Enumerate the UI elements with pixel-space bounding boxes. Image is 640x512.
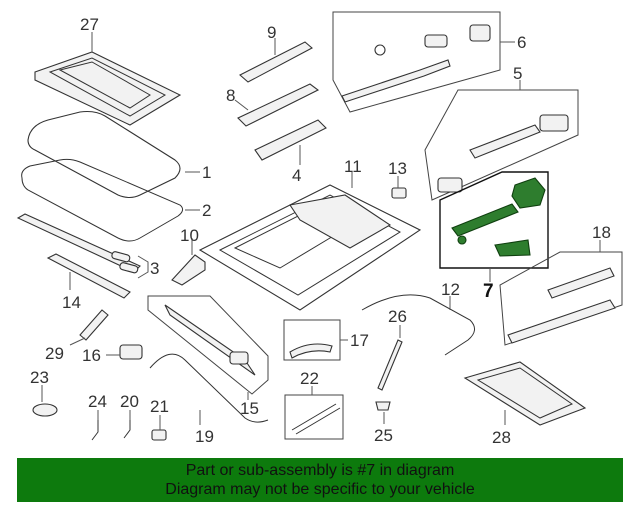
part-23-hook <box>91 410 99 441</box>
part-19-cable <box>149 353 269 425</box>
callout-25: 25 <box>374 426 393 445</box>
callout-22: 23 <box>30 368 49 387</box>
part-18-rail-group <box>499 240 623 346</box>
footer-banner: Part or sub-assembly is #7 in diagram Di… <box>17 458 623 502</box>
callout-2: 2 <box>202 201 211 220</box>
callout-4: 4 <box>292 166 301 185</box>
part-16-cover <box>106 344 143 360</box>
part-20-pad <box>151 415 167 441</box>
part-13-clip <box>391 176 407 199</box>
callout-21: 22 <box>300 369 319 388</box>
part-24-hook <box>123 410 131 439</box>
callout-24: 20 <box>120 392 139 411</box>
callout-11: 11 <box>344 157 362 176</box>
callout-1: 1 <box>202 163 211 182</box>
callout-20: 21 <box>150 397 169 416</box>
part-3-clips <box>111 251 149 279</box>
part-9-deflector-rail <box>239 38 313 83</box>
footer-line-2: Diagram may not be specific to your vehi… <box>165 481 475 498</box>
part-26-strut <box>377 325 403 391</box>
callout-27: 27 <box>80 15 99 34</box>
callout-29: 29 <box>45 344 64 363</box>
callout-15: 15 <box>240 399 259 418</box>
part-10-bracket <box>171 238 206 286</box>
part-27-sunroof-glass-assembly <box>34 32 182 126</box>
callout-26: 26 <box>388 307 407 326</box>
callout-14: 14 <box>62 293 81 312</box>
part-21-cable-group <box>284 386 344 440</box>
callout-13: 13 <box>388 159 407 178</box>
callout-6: 6 <box>517 33 526 52</box>
part-17-clip-group <box>283 319 348 361</box>
part-rail-left <box>16 213 141 273</box>
callout-5: 5 <box>513 64 522 83</box>
part-14-guide-rail <box>46 253 131 299</box>
callout-3: 3 <box>150 259 159 278</box>
part-22-retainer <box>32 385 58 417</box>
callout-10: 10 <box>180 226 199 245</box>
part-2-seal <box>21 158 200 242</box>
part-15-arm-group <box>147 295 269 400</box>
parts-diagram: 27 1 2 3 14 10 9 8 <box>16 11 623 447</box>
callout-19: 19 <box>195 427 214 446</box>
part-5-mechanism-group <box>424 80 579 201</box>
part-8-rail <box>234 83 320 127</box>
callout-28: 28 <box>492 428 511 447</box>
callout-7: 7 <box>483 281 494 302</box>
callout-17: 17 <box>350 331 369 350</box>
callout-8: 8 <box>226 86 235 105</box>
callout-12: 12 <box>441 280 460 299</box>
part-25-clip <box>375 401 391 424</box>
part-6-linkage-group <box>332 11 515 113</box>
callout-16: 16 <box>82 346 101 365</box>
part-28-sunshade <box>463 361 587 426</box>
part-12-drain-seal <box>361 294 475 356</box>
part-4-rail <box>254 119 327 165</box>
callout-23: 24 <box>88 392 107 411</box>
part-1-glass <box>27 110 200 199</box>
callout-18: 18 <box>592 223 611 242</box>
part-11-sunroof-frame <box>198 172 422 311</box>
part-7-highlighted-assembly <box>439 171 549 282</box>
footer-line-1: Part or sub-assembly is #7 in diagram <box>185 462 455 479</box>
part-29-bracket <box>69 309 109 346</box>
callout-9: 9 <box>267 23 276 42</box>
